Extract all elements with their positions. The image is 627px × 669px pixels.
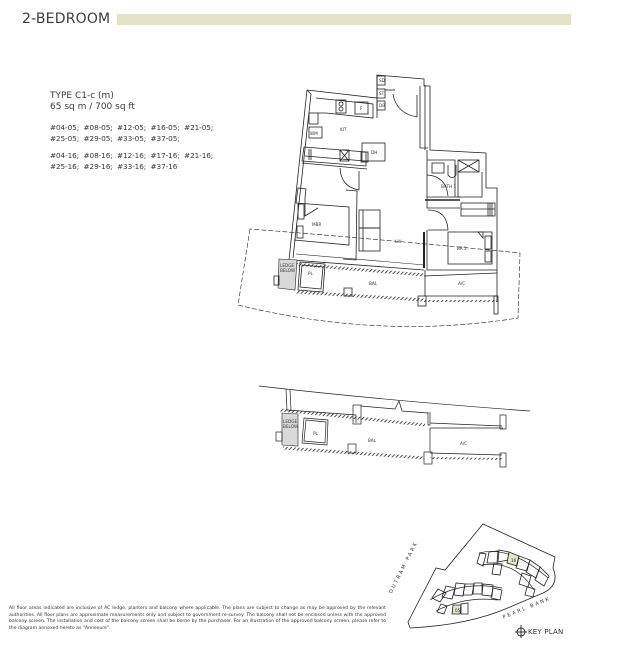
- room-label-ac: A/C: [460, 441, 467, 446]
- svg-text:16: 16: [511, 558, 517, 563]
- key-plan-map: [407, 523, 556, 629]
- room-label-ledge: BELOW: [283, 424, 298, 429]
- room-label-pl: PL: [313, 431, 319, 436]
- room-label-dh: DH: [371, 150, 377, 155]
- unit-numbers-line: #04-05; #08-05; #12-05; #16-05; #21-05;: [50, 123, 214, 132]
- ledge-below-area: [281, 412, 299, 447]
- unit-numbers-line: #25-16; #29-16; #33-16; #37-16: [50, 162, 178, 171]
- room-label-wm: WM: [310, 131, 318, 136]
- room-label-sd: SD: [379, 78, 385, 83]
- room-label-st: ST: [379, 91, 385, 96]
- unit-numbers-line: #04-16; #08-16; #12-16; #17-16; #21-16;: [50, 151, 214, 160]
- room-label-kit: KIT: [340, 127, 347, 132]
- unit-type: TYPE C1-c (m): [50, 91, 114, 101]
- room-label-liv: LIV: [395, 239, 402, 244]
- header-accent-bar: [117, 14, 571, 25]
- room-label-f: F: [360, 106, 363, 111]
- room-label-bal: BAL: [369, 281, 378, 286]
- room-label-ledge: LEDGE: [283, 419, 297, 424]
- unit-info: TYPE C1-c (m) 65 sq m / 700 sq ft #04-05…: [50, 91, 213, 172]
- svg-text:05: 05: [455, 608, 461, 613]
- room-label-mbr: MBR: [312, 222, 321, 227]
- unit-numbers-line: #25-05; #29-05; #33-05; #37-05;: [50, 134, 180, 143]
- room-label-ac: A/C: [458, 281, 465, 286]
- key-plan-label: KEY PLAN: [528, 628, 564, 636]
- unit-area: 65 sq m / 700 sq ft: [50, 102, 135, 112]
- room-label-br2: BR 2: [457, 246, 467, 251]
- page-title: 2-BEDROOM: [22, 11, 111, 27]
- north-compass-icon: [515, 625, 527, 638]
- alternate-balcony-plan: [258, 385, 531, 468]
- room-label-ledge: BELOW: [280, 268, 295, 273]
- room-label-db: DB: [379, 103, 385, 108]
- ledge-below-area: [277, 258, 298, 291]
- room-label-bal: BAL: [368, 438, 377, 443]
- disclaimer-text: All floor areas indicated are inclusive …: [9, 606, 386, 631]
- room-label-ledge: LEDGE: [280, 263, 294, 268]
- main-floor-plan: [237, 74, 521, 327]
- room-label-bath1: BATH 1: [441, 184, 456, 189]
- room-label-pl: PL: [308, 271, 314, 276]
